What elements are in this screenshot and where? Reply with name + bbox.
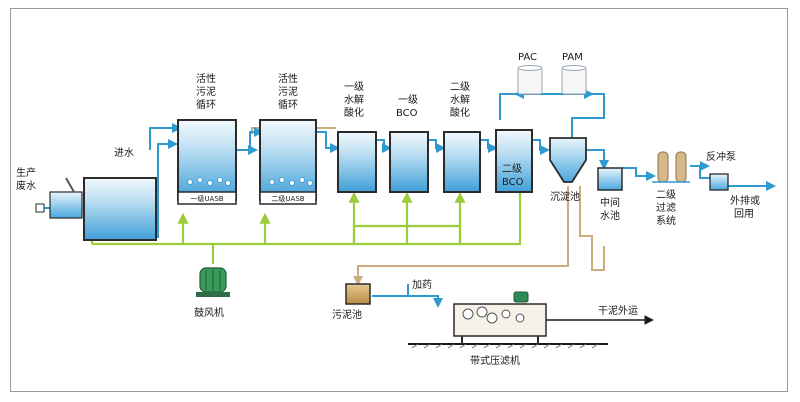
discharge-label-2: 回用 xyxy=(734,208,754,220)
hydrolysis-2-label-3: 酸化 xyxy=(450,106,470,119)
inlet-label: 进水 xyxy=(114,147,134,159)
uasb-1-label-2: 污泥 xyxy=(196,85,216,98)
hydrolysis-1-label-3: 酸化 xyxy=(344,106,364,119)
bco-1-label-2: BCO xyxy=(396,108,418,119)
intake-pipe xyxy=(35,177,83,219)
sludge-tank xyxy=(345,283,371,305)
pac-tank xyxy=(517,65,543,95)
backwash-tank xyxy=(709,173,729,191)
filter-columns xyxy=(652,151,690,183)
bco-1-label-1: 一级 xyxy=(398,94,418,106)
settling-label: 沉淀池 xyxy=(550,190,580,203)
raw-water-label-1: 生产 xyxy=(16,166,36,179)
raw-water-label-2: 废水 xyxy=(16,179,36,192)
mid-tank-label-1: 中间 xyxy=(600,196,620,209)
hydrolysis-1-tank xyxy=(337,131,377,193)
bco-2-tank xyxy=(495,129,533,193)
belt-press xyxy=(453,291,547,344)
water-lines xyxy=(40,89,776,308)
uasb-1-label-1: 活性 xyxy=(196,72,216,85)
belt-press-label: 带式压滤机 xyxy=(470,354,520,367)
hydrolysis-2-tank xyxy=(443,131,481,193)
filter-label-3: 系统 xyxy=(656,214,676,227)
dry-sludge-label: 干泥外运 xyxy=(598,304,638,317)
pac-label: PAC xyxy=(518,52,537,63)
sludge-tank-label: 污泥池 xyxy=(332,308,362,321)
filter-label-1: 二级 xyxy=(656,189,676,201)
middle-tank xyxy=(597,167,623,191)
uasb-1-tag: 一级UASB xyxy=(190,194,223,203)
uasb-2-tank: 二级UASB xyxy=(259,119,317,205)
settling-tank xyxy=(549,137,587,183)
pam-tank xyxy=(561,65,587,95)
uasb-2-label-2: 污泥 xyxy=(278,85,298,98)
regulating-tank xyxy=(83,177,157,241)
backwash-pump-label: 反冲泵 xyxy=(706,150,736,163)
filter-label-2: 过滤 xyxy=(656,201,676,214)
dosing-label: 加药 xyxy=(412,279,432,291)
mid-tank-label-2: 水池 xyxy=(600,209,620,222)
labels: 生产 废水 进水 活性 污泥 循环 活性 污泥 循环 一级 水解 酸化 一级 B… xyxy=(16,52,760,367)
discharge-label-1: 外排或 xyxy=(730,194,760,207)
uasb-1-label-3: 循环 xyxy=(196,98,216,111)
hydrolysis-2-label-1: 二级 xyxy=(450,81,470,93)
pam-label: PAM xyxy=(562,52,583,63)
uasb-1-tank: 一级UASB xyxy=(177,119,237,205)
bco-2-label-1: 二级 xyxy=(502,163,522,175)
blower-machine xyxy=(196,267,230,297)
uasb-2-label-1: 活性 xyxy=(278,72,298,85)
hydrolysis-1-label-1: 一级 xyxy=(344,81,364,93)
ground-line xyxy=(408,343,608,349)
hydrolysis-1-label-2: 水解 xyxy=(344,93,364,106)
uasb-2-tag: 二级UASB xyxy=(271,194,304,203)
bco-1-tank xyxy=(389,131,429,193)
bco-2-label-2: BCO xyxy=(502,177,524,188)
uasb-2-label-3: 循环 xyxy=(278,98,298,111)
air-lines xyxy=(90,191,522,264)
hydrolysis-2-label-2: 水解 xyxy=(450,93,470,106)
blower-label: 鼓风机 xyxy=(194,306,224,319)
